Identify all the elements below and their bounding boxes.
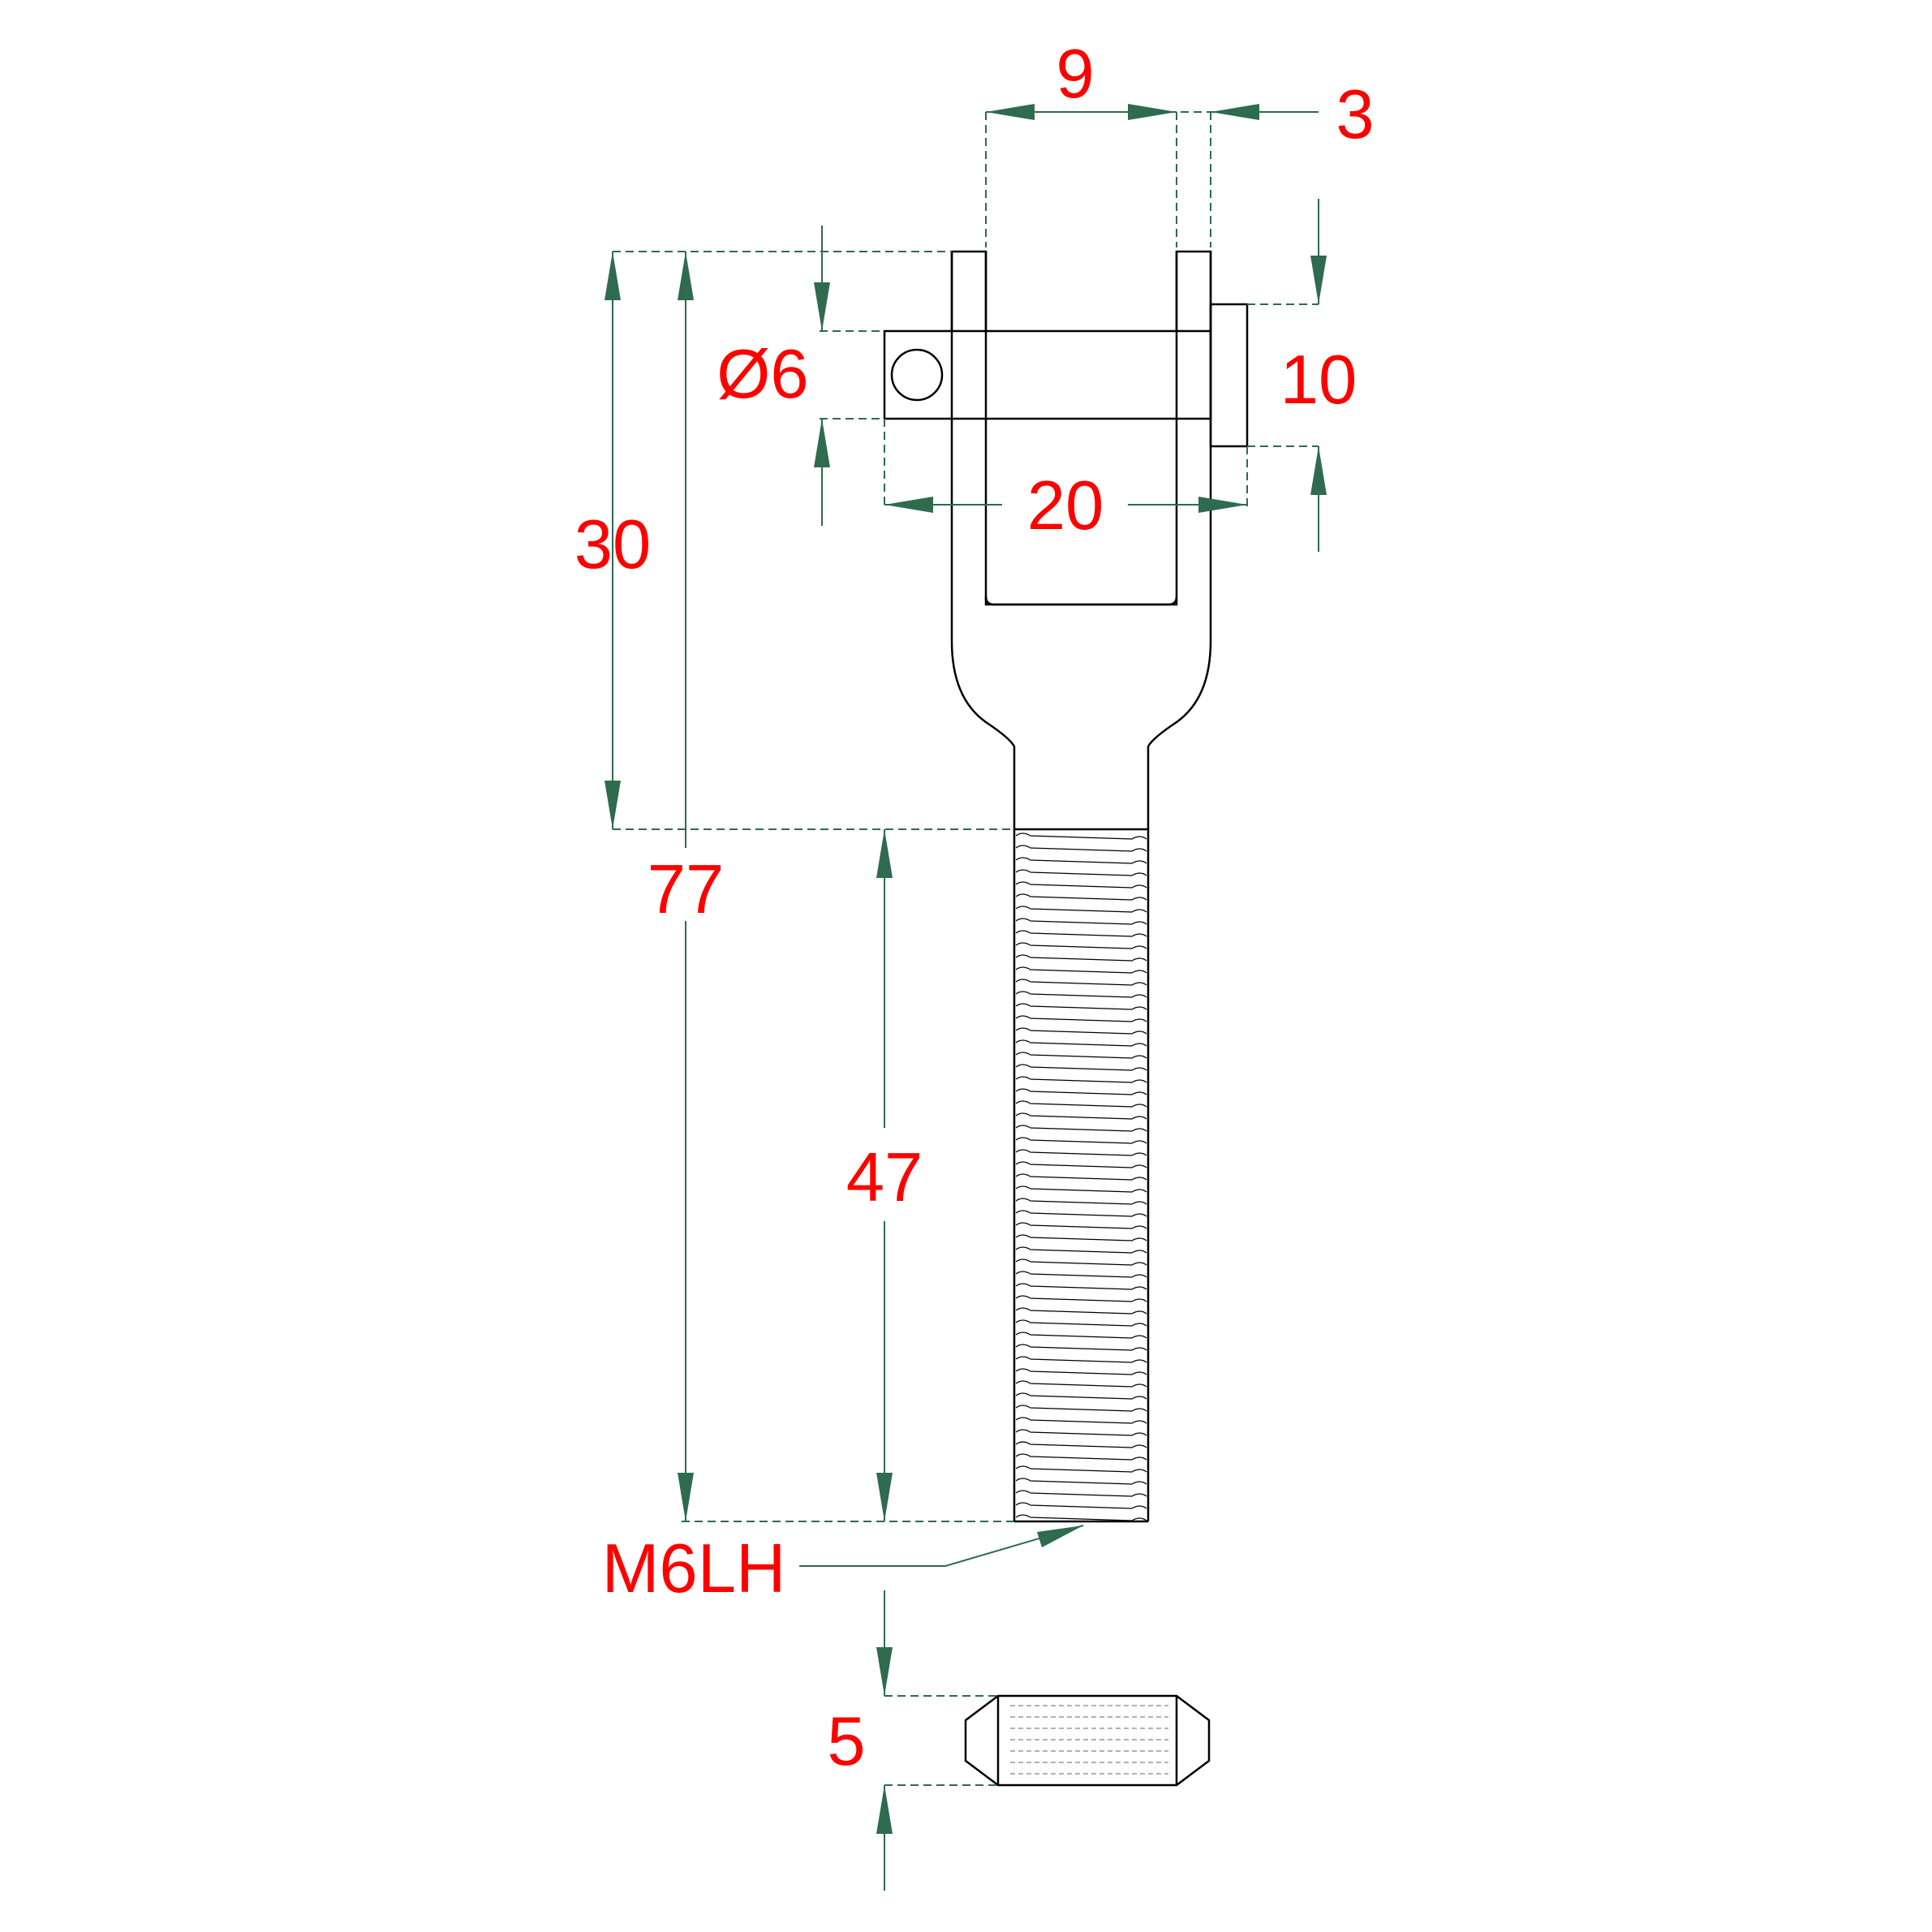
thread-line (1015, 1441, 1147, 1448)
thread-line (1015, 1064, 1147, 1071)
thread-line (1015, 1307, 1147, 1315)
thread-line (1015, 1185, 1147, 1193)
thread-line (1015, 893, 1147, 901)
thread-line (1015, 1368, 1147, 1375)
thread-line (1015, 1344, 1147, 1351)
thread-line (1015, 869, 1147, 876)
thread-line (1015, 1015, 1147, 1022)
thread-line (1015, 1478, 1147, 1485)
thread-line (1015, 1490, 1147, 1497)
dim-plate-thickness: 3 (1336, 76, 1374, 153)
thread-line (1015, 1392, 1147, 1400)
thread-line (1015, 881, 1147, 889)
dim-slot-width: 9 (1056, 36, 1094, 113)
thread-line (1015, 966, 1147, 974)
dim-nut-width: 5 (827, 1703, 865, 1780)
thread-line (1015, 1417, 1147, 1424)
thread-line (1015, 1198, 1147, 1205)
dimension-labels: 9 3 Ø6 10 20 30 77 47 M6LH 5 (574, 36, 1375, 1780)
thread-line (1015, 1112, 1147, 1120)
thread-line (1015, 1222, 1147, 1229)
thread-line (1015, 1283, 1147, 1290)
fork-outline (950, 250, 1212, 831)
thread-line (1015, 845, 1147, 852)
pin-head (1209, 303, 1249, 448)
thread-line (1015, 1465, 1147, 1473)
thread-line (1015, 833, 1147, 840)
thread-line (1015, 1088, 1147, 1095)
thread-line (1015, 1356, 1147, 1363)
thread-line (1015, 954, 1147, 962)
thread-line (1015, 1149, 1147, 1156)
nut-outline (964, 1694, 1211, 1787)
thread-line (1015, 1210, 1147, 1217)
thread-line (1015, 1076, 1147, 1083)
thread-line (1015, 1246, 1147, 1254)
thread-line (1015, 1234, 1147, 1241)
dim-head-height: 10 (1280, 342, 1358, 419)
dim-fork-length: 30 (574, 506, 652, 583)
thread-line (1015, 1319, 1147, 1327)
split-pin-hole (890, 348, 944, 402)
thread-line (1015, 1027, 1147, 1035)
dimension-lines (605, 104, 1327, 1891)
dim-pin-length: 20 (1027, 467, 1104, 544)
thread-line (1015, 1453, 1147, 1461)
thread-line (1015, 1052, 1147, 1059)
thread-line (1015, 942, 1147, 949)
fork-slot (984, 596, 1178, 606)
thread-line (1015, 1271, 1147, 1278)
dim-overall-length: 77 (648, 851, 725, 928)
thread-line (1015, 1405, 1147, 1412)
threaded-shank (1013, 829, 1150, 1523)
thread-line (1015, 991, 1147, 998)
thread-line (1015, 1173, 1147, 1181)
thread-line (1015, 1125, 1147, 1132)
thread-line (1015, 1429, 1147, 1436)
thread-line (1015, 1514, 1147, 1521)
fork-body (950, 250, 1212, 831)
thread-line (1015, 1502, 1147, 1509)
pin-body (883, 329, 1212, 420)
thread-line (1015, 930, 1147, 937)
thread-line (1015, 1295, 1147, 1302)
dim-thread-spec: M6LH (602, 1530, 786, 1607)
dim-pin-diameter: Ø6 (716, 336, 808, 413)
thread-line (1015, 1332, 1147, 1339)
thread-line (1015, 1137, 1147, 1144)
thread-line (1015, 906, 1147, 913)
thread-line (1015, 1003, 1147, 1010)
lock-nut (964, 1694, 1211, 1787)
thread-line (1015, 979, 1147, 986)
thread-line (1015, 857, 1147, 864)
thread-line (1015, 1380, 1147, 1388)
thread-line (1015, 1039, 1147, 1047)
thread-line (1015, 918, 1147, 925)
thread-line (1015, 1259, 1147, 1266)
thread-line (1015, 1161, 1147, 1168)
dim-thread-length: 47 (846, 1139, 923, 1216)
clevis-pin (883, 252, 1249, 448)
thread-line (1015, 1100, 1147, 1108)
